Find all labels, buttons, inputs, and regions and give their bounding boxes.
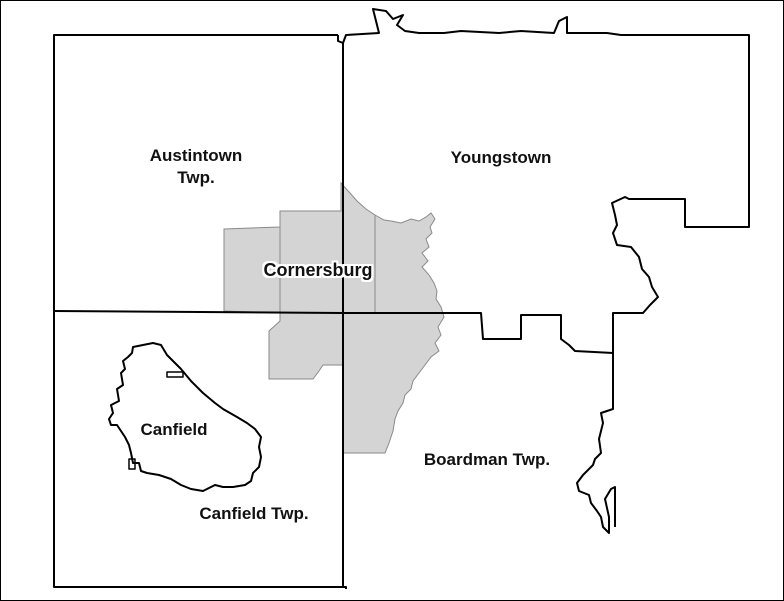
north-boundary	[337, 8, 750, 353]
cornersburg-label: Cornersburg	[263, 260, 373, 280]
west-boundary	[53, 34, 347, 589]
youngstown-label: Youngstown	[450, 148, 552, 167]
boundaries	[53, 8, 750, 589]
austintown-twp-label: Austintown Twp.	[121, 145, 271, 189]
boardman-twp-label: Boardman Twp.	[423, 450, 551, 469]
austintown-label-line2: Twp.	[177, 168, 215, 187]
boardman-east-boundary	[576, 353, 616, 534]
canfield-label: Canfield	[140, 420, 208, 439]
central-horizontal-boundary	[53, 310, 614, 354]
canfield-notch	[166, 371, 184, 378]
cornersburg-area	[223, 181, 445, 454]
cornersburg-cdp-shape	[223, 181, 445, 454]
canfield-city-boundary	[108, 342, 262, 492]
canfield-twp-label: Canfield Twp.	[199, 504, 309, 523]
canfield-small-block	[128, 458, 136, 470]
austintown-label-line1: Austintown	[149, 146, 243, 165]
